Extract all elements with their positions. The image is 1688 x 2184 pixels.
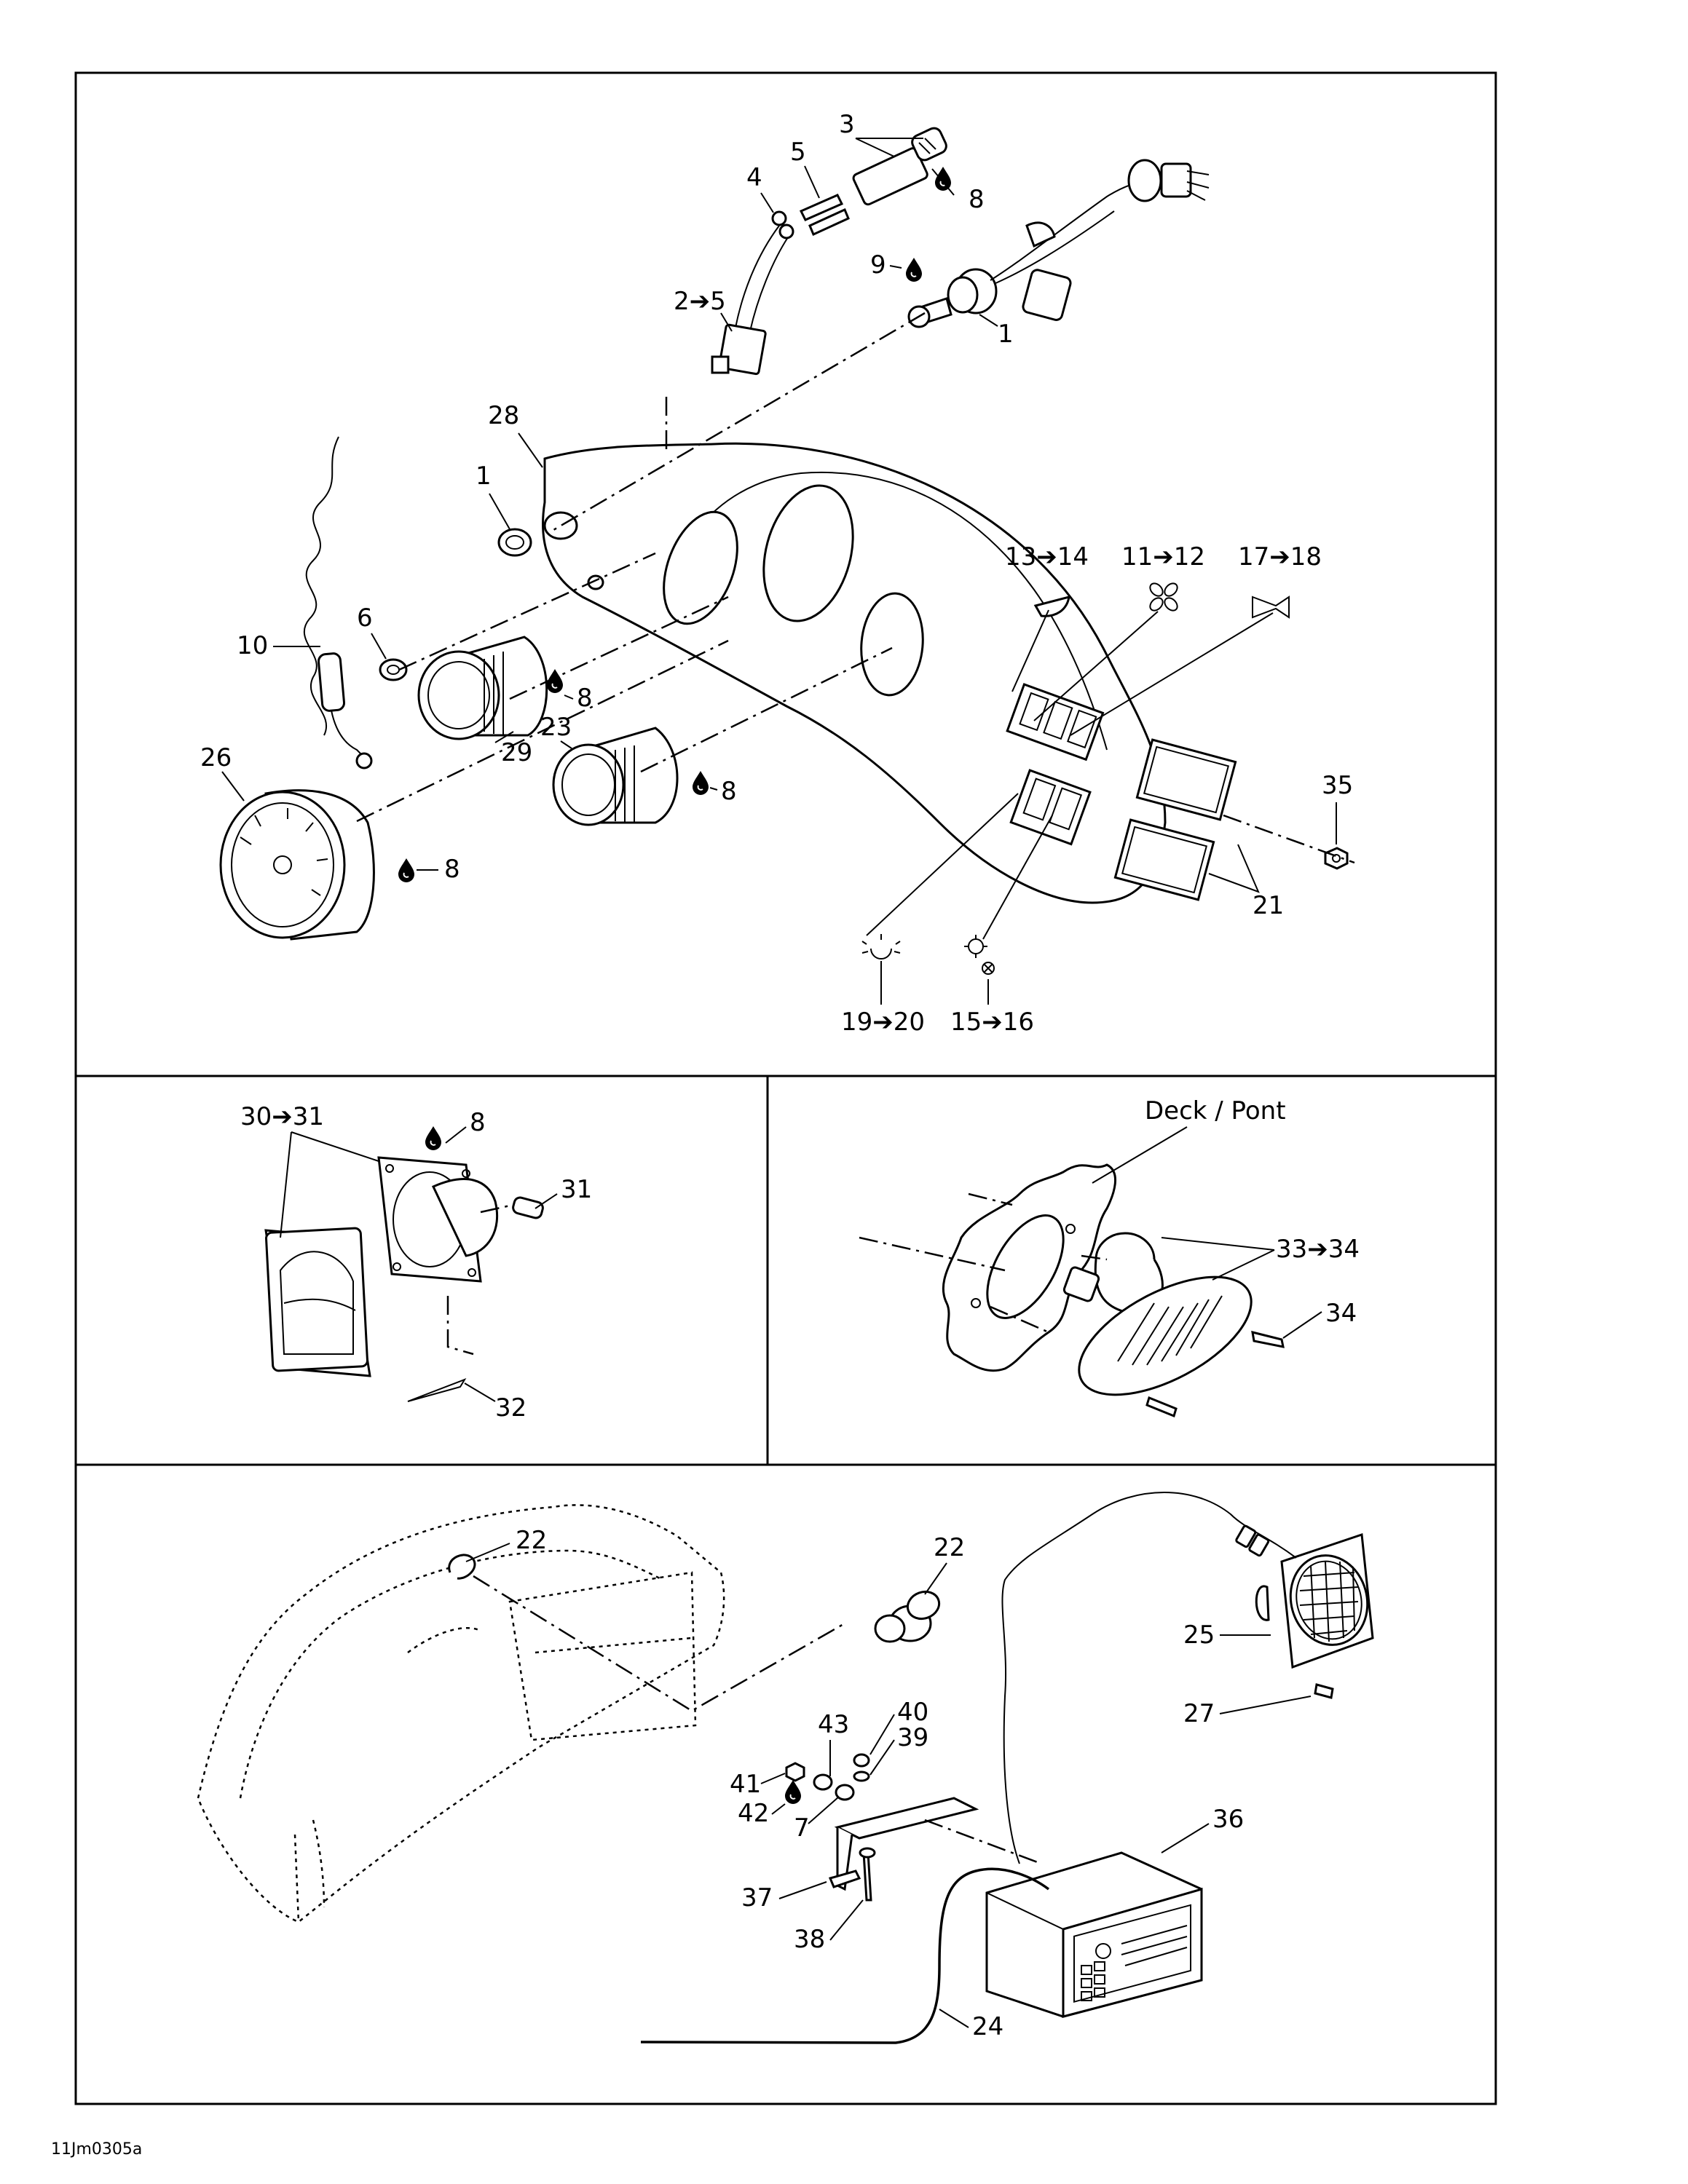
label-8d: 8 bbox=[444, 855, 460, 884]
bracket-37 bbox=[828, 1797, 979, 1891]
label-29: 29 bbox=[501, 738, 532, 767]
top-panel-labels: 3 5 4 8 9 2➔5 1 28 1 10 6 8 29 23 8 26 8… bbox=[200, 110, 1353, 1037]
speaker-25 bbox=[1255, 1532, 1374, 1699]
middle-right-labels: Deck / Pont 33➔34 34 bbox=[1092, 1096, 1360, 1339]
label-7: 7 bbox=[794, 1813, 810, 1843]
label-34: 34 bbox=[1325, 1299, 1357, 1328]
label-19-20: 19➔20 bbox=[841, 1008, 925, 1037]
label-15-16: 15➔16 bbox=[950, 1008, 1034, 1037]
label-9: 9 bbox=[870, 250, 886, 280]
label-21: 21 bbox=[1253, 891, 1284, 920]
label-38: 38 bbox=[794, 1925, 825, 1954]
label-32: 32 bbox=[495, 1393, 526, 1423]
label-2-5: 2➔5 bbox=[674, 287, 726, 316]
bilge-icon bbox=[964, 935, 987, 958]
label-1b: 1 bbox=[476, 462, 492, 491]
label-13-14: 13➔14 bbox=[1005, 542, 1089, 571]
label-42: 42 bbox=[738, 1799, 769, 1828]
label-8a: 8 bbox=[969, 185, 985, 214]
label-5: 5 bbox=[790, 138, 806, 167]
fasteners-39-43 bbox=[785, 1753, 876, 1902]
label-1a: 1 bbox=[998, 320, 1014, 349]
gauge-23 bbox=[552, 727, 679, 826]
label-36: 36 bbox=[1212, 1805, 1244, 1834]
bottom-panel-labels: 22 22 25 27 43 40 39 41 42 7 36 37 38 24 bbox=[465, 1526, 1312, 2041]
label-30-31: 30➔31 bbox=[240, 1102, 324, 1131]
speaker-grille bbox=[1299, 1561, 1359, 1642]
label-28: 28 bbox=[488, 401, 519, 430]
label-27: 27 bbox=[1183, 1699, 1215, 1728]
gauge-29 bbox=[417, 636, 548, 740]
switch-2 bbox=[711, 225, 789, 376]
label-24: 24 bbox=[972, 2012, 1003, 2041]
fan-icon bbox=[1149, 582, 1178, 612]
ignition-switch-assembly bbox=[907, 159, 1210, 328]
figure-reference: 11Jm0305a bbox=[51, 2140, 143, 2159]
label-6: 6 bbox=[357, 604, 373, 633]
cable-24 bbox=[640, 1867, 1050, 2044]
label-41: 41 bbox=[730, 1770, 761, 1799]
middle-left-labels: 30➔31 8 31 32 bbox=[240, 1102, 592, 1423]
label-40: 40 bbox=[897, 1698, 928, 1727]
label-35: 35 bbox=[1322, 771, 1353, 800]
radio-36 bbox=[985, 1851, 1203, 2018]
vent-assembly bbox=[264, 1156, 544, 1402]
speedometer-26 bbox=[219, 789, 375, 941]
label-4: 4 bbox=[746, 163, 762, 192]
ring-6 bbox=[379, 658, 408, 681]
ring-1 bbox=[497, 528, 532, 557]
label-3: 3 bbox=[839, 110, 855, 139]
label-deck: Deck / Pont bbox=[1145, 1096, 1286, 1125]
horn-assembly bbox=[859, 1163, 1285, 1418]
oil-drop-icons bbox=[398, 166, 952, 1805]
label-11-12: 11➔12 bbox=[1121, 542, 1205, 571]
pins-5 bbox=[799, 194, 850, 237]
label-33-34: 33➔34 bbox=[1276, 1235, 1360, 1264]
seals-4 bbox=[771, 210, 794, 240]
label-26: 26 bbox=[200, 743, 232, 772]
horn-grille bbox=[1117, 1295, 1223, 1366]
light-icon bbox=[861, 934, 901, 960]
label-22b: 22 bbox=[934, 1533, 965, 1562]
label-8e: 8 bbox=[470, 1108, 486, 1137]
label-8b: 8 bbox=[577, 684, 593, 713]
label-25: 25 bbox=[1183, 1621, 1215, 1650]
console-outline-dotted bbox=[197, 1504, 725, 1923]
label-23: 23 bbox=[540, 713, 572, 742]
bilge-icon-2 bbox=[982, 962, 995, 975]
decals bbox=[1113, 738, 1237, 901]
label-10: 10 bbox=[237, 631, 268, 660]
panel-frames bbox=[74, 71, 1497, 2105]
label-37: 37 bbox=[741, 1883, 773, 1912]
radio-buttons bbox=[1081, 1961, 1105, 2001]
upper-switches bbox=[1019, 692, 1097, 749]
speaker-wires bbox=[1001, 1492, 1297, 1864]
clip-22 bbox=[448, 1554, 476, 1580]
dashboard-console bbox=[542, 442, 1167, 904]
label-8c: 8 bbox=[721, 777, 737, 806]
lanyard-10 bbox=[304, 436, 373, 769]
lower-switches bbox=[1022, 778, 1083, 831]
horn-icon bbox=[1252, 596, 1290, 619]
bottom-centerlines bbox=[473, 1575, 1042, 1865]
label-31: 31 bbox=[561, 1175, 592, 1204]
label-22a: 22 bbox=[516, 1526, 547, 1555]
top-panel-centerlines bbox=[356, 312, 1355, 940]
connector-3 bbox=[852, 127, 947, 206]
wiper-icon bbox=[1033, 595, 1070, 617]
label-43: 43 bbox=[818, 1710, 849, 1739]
label-39: 39 bbox=[897, 1723, 928, 1752]
outlet-22 bbox=[874, 1590, 941, 1643]
label-17-18: 17➔18 bbox=[1238, 542, 1322, 571]
